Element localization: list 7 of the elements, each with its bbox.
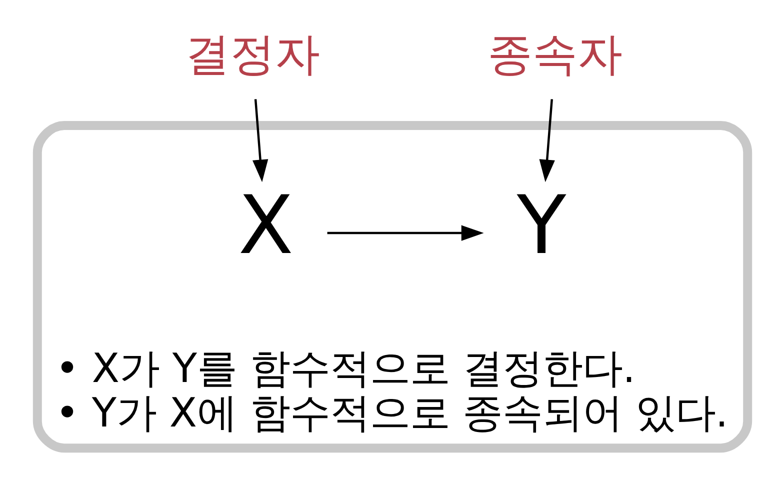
node-text: X xyxy=(238,178,294,272)
node-text: 종속자 xyxy=(486,26,622,80)
arrow xyxy=(326,224,484,240)
node-text: 결정자 xyxy=(184,26,320,80)
arrow xyxy=(252,98,268,182)
arrow xyxy=(538,98,554,182)
node-text: Y xyxy=(516,178,566,272)
